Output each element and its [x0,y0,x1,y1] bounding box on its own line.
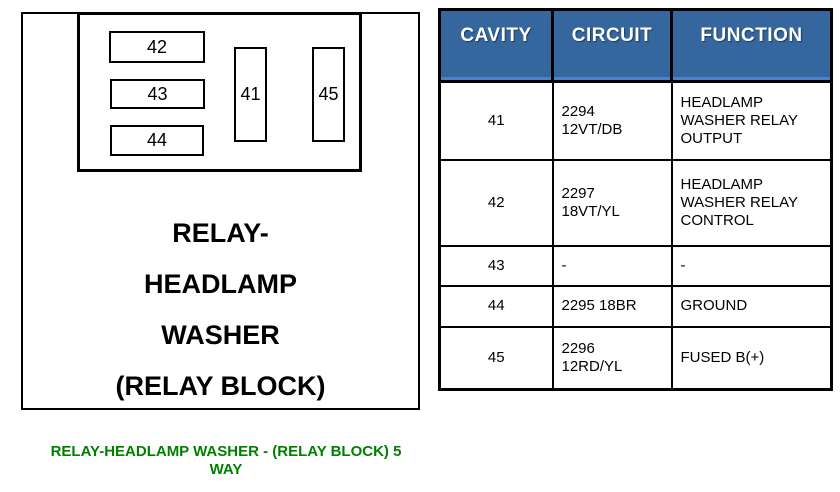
function-cell: - [670,244,833,287]
figure-caption-line: WAY [209,461,243,478]
figure-caption-line: RELAY-HEADLAMP WASHER - (RELAY BLOCK) 5 [50,443,402,460]
table-row-42: 42 2297 18VT/YL HEADLAMP WASHER RELAY CO… [438,158,833,247]
circuit-cell: 2294 12VT/DB [551,80,673,161]
cavity-slot-45: 45 [312,47,345,142]
diagram-title-line: HEADLAMP [144,269,297,299]
table-row-41: 41 2294 12VT/DB HEADLAMP WASHER RELAY OU… [438,80,833,161]
col-header-cavity: CAVITY [438,8,554,83]
diagram-title-line: WASHER [161,320,280,350]
circuit-cell: 2295 18BR [551,284,673,328]
circuit-cell: - [551,244,673,287]
diagram-title-line: RELAY- [172,218,269,248]
cavity-slot-label: 45 [318,84,339,104]
function-cell: HEADLAMP WASHER RELAY OUTPUT [670,80,833,161]
cavity-cell: 42 [438,158,554,247]
table-row-43: 43 - - [438,244,833,287]
cavity-cell: 43 [438,244,554,287]
cavity-slot-label: 43 [147,83,168,104]
diagram-title-line: (RELAY BLOCK) [115,371,326,401]
cavity-slot-43: 43 [110,79,205,109]
col-header-function: FUNCTION [670,8,833,83]
function-cell: HEADLAMP WASHER RELAY CONTROL [670,158,833,247]
cavity-cell: 45 [438,325,554,391]
circuit-cell: 2296 12RD/YL [551,325,673,391]
function-cell: GROUND [670,284,833,328]
cavity-slot-label: 41 [240,84,261,104]
figure-caption: RELAY-HEADLAMP WASHER - (RELAY BLOCK) 5 … [10,443,442,479]
pinout-table: CAVITY CIRCUIT FUNCTION 41 2294 12VT/DB … [438,8,833,391]
circuit-cell: 2297 18VT/YL [551,158,673,247]
relay-block-diagram: 42 43 44 41 45 RELAY- HEADLAMP WASHER (R… [21,12,420,410]
cavity-cell: 44 [438,284,554,328]
cavity-slot-44: 44 [110,125,204,156]
table-row-44: 44 2295 18BR GROUND [438,284,833,328]
diagram-title: RELAY- HEADLAMP WASHER (RELAY BLOCK) [21,208,420,412]
table-header-row: CAVITY CIRCUIT FUNCTION [438,8,833,83]
cavity-slot-label: 42 [146,36,168,57]
table-row-45: 45 2296 12RD/YL FUSED B(+) [438,325,833,391]
col-header-circuit: CIRCUIT [551,8,673,83]
cavity-slot-41: 41 [234,47,267,142]
cavity-slot-42: 42 [109,31,205,63]
cavity-slot-label: 44 [146,130,168,150]
function-cell: FUSED B(+) [670,325,833,391]
cavity-cell: 41 [438,80,554,161]
